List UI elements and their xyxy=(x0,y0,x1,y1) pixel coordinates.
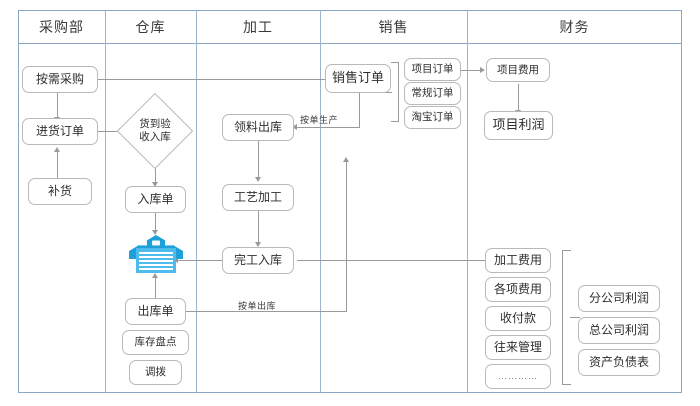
lane-header-processing: 加工 xyxy=(243,19,273,35)
node-replenish[interactable]: 补货 xyxy=(28,178,92,205)
edge-process-to-finished xyxy=(258,211,259,243)
edge-cost-to-profit xyxy=(518,84,519,111)
arrowhead-finished-inbound xyxy=(254,242,261,247)
edge-label-ship-to-order: 按单出库 xyxy=(238,301,277,311)
edge-finished-to-warehouse xyxy=(178,260,223,261)
node-purchase-order[interactable]: 进货订单 xyxy=(22,118,98,145)
node-various-costs[interactable]: 各项费用 xyxy=(485,277,551,302)
lane-header-sales: 销售 xyxy=(378,19,409,35)
node-taobao-order[interactable]: 淘宝订单 xyxy=(404,106,461,129)
node-finished-inbound[interactable]: 完工入库 xyxy=(222,247,294,274)
node-transfer[interactable]: 调拨 xyxy=(129,360,182,385)
edge-project-order-to-cost xyxy=(461,70,481,71)
arrowhead-inbound-order xyxy=(151,182,158,187)
node-project-order[interactable]: 项目订单 xyxy=(404,58,461,81)
node-project-profit[interactable]: 项目利润 xyxy=(484,111,553,140)
node-transaction-mgmt[interactable]: 往来管理 xyxy=(485,335,551,360)
lane-divider-2 xyxy=(196,10,197,393)
edge-processing-cost-to-finished xyxy=(297,260,485,261)
lane-header-finance: 财务 xyxy=(559,19,590,35)
node-goods-inspection-label: 货到验 收入库 xyxy=(124,110,186,152)
goods-inspection-line-2: 收入库 xyxy=(139,131,171,143)
lane-divider-3 xyxy=(320,10,321,393)
node-regular-order[interactable]: 常规订单 xyxy=(404,82,461,105)
node-outbound-order[interactable]: 出库单 xyxy=(125,298,186,325)
node-branch-profit[interactable]: 分公司利润 xyxy=(578,285,660,312)
edge-outbound-horizontal xyxy=(186,311,346,312)
edge-replenish-to-order xyxy=(57,151,58,178)
edge-outbound-to-warehouse xyxy=(155,277,156,299)
brace-stem-finance xyxy=(570,317,580,318)
node-process-work[interactable]: 工艺加工 xyxy=(222,184,294,211)
node-receipt-payment[interactable]: 收付款 xyxy=(485,306,551,331)
edge-inspection-to-inbound xyxy=(155,162,156,183)
node-company-profit[interactable]: 总公司利润 xyxy=(578,317,660,344)
warehouse-icon xyxy=(128,234,184,274)
edge-sales-down-production xyxy=(359,93,360,127)
edge-inbound-to-warehouse xyxy=(155,213,156,231)
brace-stem-order-types xyxy=(385,92,392,93)
edge-production-horizontal xyxy=(297,127,360,128)
node-more-ellipsis[interactable]: ………… xyxy=(485,364,551,389)
lane-divider-4 xyxy=(467,10,468,393)
node-sales-order[interactable]: 销售订单 xyxy=(325,64,391,93)
lane-header-purchasing: 采购部 xyxy=(39,19,84,35)
edge-order-to-inspection xyxy=(98,131,120,132)
arrowhead-process-work xyxy=(254,177,261,182)
edge-demand-to-order xyxy=(57,93,58,118)
arrowhead-material-issue xyxy=(292,123,297,130)
brace-order-types xyxy=(391,62,399,122)
edge-sales-to-demand xyxy=(98,79,325,80)
arrowhead-sales-order-up xyxy=(342,157,349,162)
header-divider xyxy=(18,43,682,44)
lane-divider-1 xyxy=(105,10,106,393)
node-inbound-order[interactable]: 入库单 xyxy=(125,186,186,213)
goods-inspection-line-1: 货到验 xyxy=(139,118,171,131)
arrowhead-warehouse-bottom xyxy=(151,273,158,278)
node-processing-cost[interactable]: 加工费用 xyxy=(485,248,551,273)
node-balance-sheet[interactable]: 资产负债表 xyxy=(578,349,660,376)
edge-material-to-process xyxy=(258,141,259,178)
arrowhead-project-cost xyxy=(480,66,485,73)
lane-header-warehouse: 仓库 xyxy=(135,19,166,35)
node-demand-purchase[interactable]: 按需采购 xyxy=(22,66,98,93)
node-stock-count[interactable]: 库存盘点 xyxy=(122,330,189,355)
node-project-cost[interactable]: 项目费用 xyxy=(486,58,550,82)
arrowhead-purchase-order-up xyxy=(53,147,60,152)
edge-outbound-up-to-sales xyxy=(346,161,347,312)
node-material-issue[interactable]: 领料出库 xyxy=(222,114,294,141)
brace-finance-items xyxy=(562,250,571,385)
edge-label-make-to-order: 按单生产 xyxy=(300,115,339,125)
arrowhead-warehouse-top xyxy=(151,230,158,235)
